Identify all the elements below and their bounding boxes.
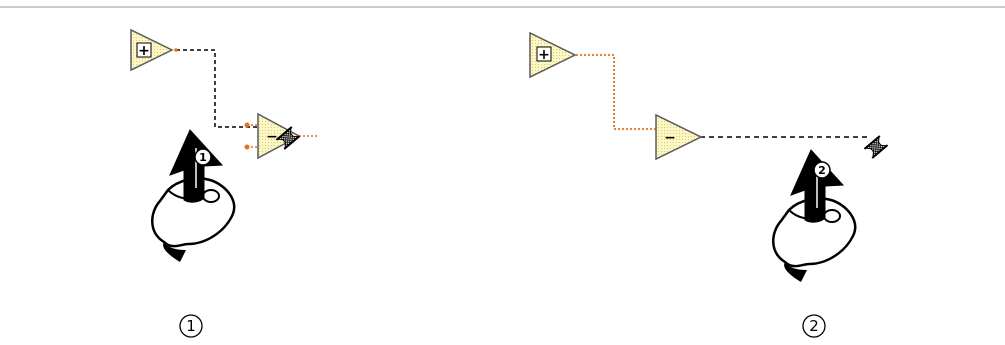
add-node: + — [130, 28, 174, 72]
input-terminals — [244, 122, 258, 150]
add-symbol-2: + — [538, 47, 550, 63]
subtract-symbol-partial: − — [266, 129, 278, 145]
step-2-number: 2 — [809, 317, 819, 335]
subtract-symbol: − — [664, 130, 676, 146]
mouse-click-icon: 1 — [151, 129, 236, 262]
step-2-label: 2 — [802, 314, 826, 338]
wire-connected — [576, 54, 656, 130]
mouse-click-icon-2: 2 — [772, 149, 857, 282]
step-1-number: 1 — [186, 317, 196, 335]
step-1-panel: + − — [130, 28, 318, 338]
step-2-panel: + − 2 2 — [529, 31, 889, 338]
add-symbol: + — [138, 43, 150, 59]
mouse-badge-1: 1 — [199, 151, 207, 164]
step-1-label: 1 — [179, 314, 203, 338]
mouse-badge-2: 2 — [818, 164, 826, 177]
subtract-node: − — [655, 113, 703, 161]
add-node-2: + — [529, 31, 577, 79]
wiring-spool-icon-2 — [863, 135, 889, 159]
wiring-spool-icon — [275, 126, 301, 150]
subtract-node-partial: − — [257, 112, 301, 160]
wire-unconnected — [176, 49, 265, 128]
